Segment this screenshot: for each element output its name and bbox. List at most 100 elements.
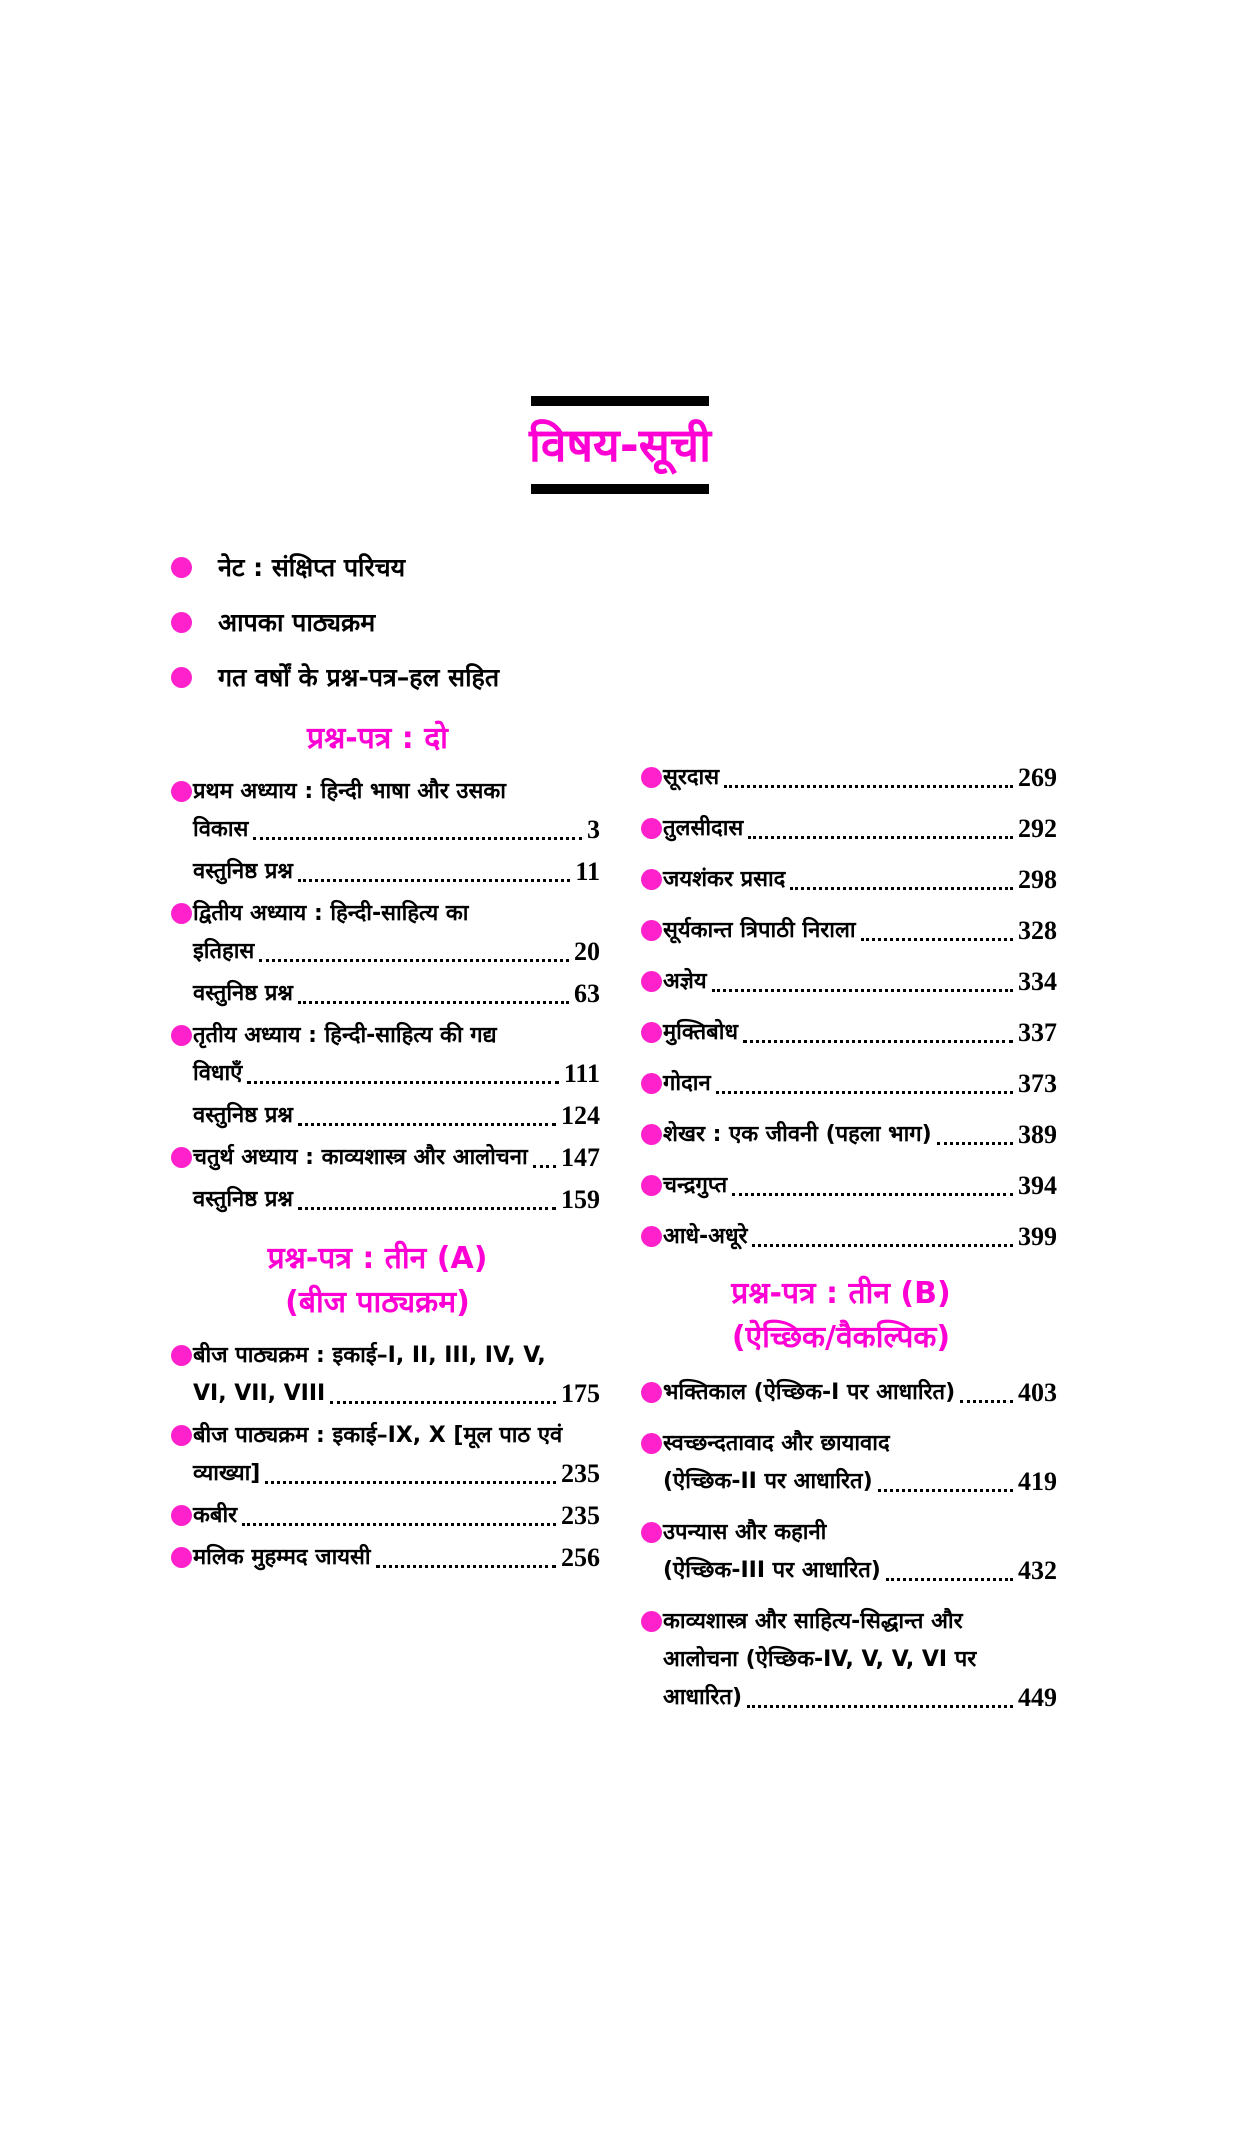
bullet-icon: [641, 869, 662, 890]
intro-item: नेट : संक्षिप्त परिचय: [155, 552, 1240, 584]
section-heading-line: प्रश्न-पत्र : दो: [307, 721, 448, 756]
leader-dots: [732, 1193, 1013, 1196]
toc-entry-lastline: चतुर्थ अध्याय : काव्यशास्त्र और आलोचना14…: [193, 1139, 600, 1177]
leader-dots: [297, 1123, 556, 1126]
section-heading: प्रश्न-पत्र : तीन (B)(ऐच्छिक/वैकल्पिक): [625, 1272, 1057, 1360]
page-number: 403: [1018, 1378, 1057, 1407]
title-rule-top: [530, 396, 709, 406]
leader-dots: [747, 1705, 1013, 1708]
toc-entry-lastline: शेखर : एक जीवनी (पहला भाग)389: [663, 1116, 1057, 1154]
page-number: 432: [1018, 1556, 1057, 1585]
intro-list: नेट : संक्षिप्त परिचय आपका पाठ्यक्रम गत …: [155, 552, 1240, 694]
bullet-icon: [171, 1425, 192, 1446]
leader-dots: [247, 1081, 559, 1084]
bullet-icon: [171, 903, 192, 924]
page-number: 337: [1018, 1018, 1057, 1047]
leader-dots: [375, 1565, 556, 1568]
toc-entry-text: तृतीय अध्याय : हिन्दी-साहित्य की गद्य: [193, 1023, 497, 1048]
toc-entry-lastline: आधे-अधूरे399: [663, 1218, 1057, 1256]
leader-dots: [297, 1207, 556, 1210]
page-title: विषय-सूची: [528, 418, 712, 472]
toc-entry-text: मुक्तिबोध: [663, 1020, 738, 1045]
toc-item: तृतीय अध्याय : हिन्दी-साहित्य की गद्य विध…: [155, 1017, 600, 1093]
leader-dots: [297, 879, 571, 882]
toc-columns: प्रश्न-पत्र : दोप्रथम अध्याय : हिन्दी भा…: [155, 717, 1057, 1730]
bullet-icon: [641, 1226, 662, 1247]
toc-item: मुक्तिबोध 337: [625, 1014, 1057, 1052]
toc-entry-text: विधाएँ: [193, 1061, 243, 1086]
page-number: 298: [1018, 865, 1057, 894]
toc-entry-text: कबीर: [193, 1503, 238, 1528]
page-number: 63: [574, 979, 600, 1008]
page-number: 373: [1018, 1069, 1057, 1098]
page-number: 235: [561, 1501, 600, 1530]
leader-dots: [297, 1001, 569, 1004]
toc-entry-lastline: मुक्तिबोध 337: [663, 1014, 1057, 1052]
leader-dots: [715, 1091, 1013, 1094]
toc-entry-text: भक्तिकाल (ऐच्छिक-I पर आधारित): [663, 1380, 956, 1405]
toc-entry-lastline: व्याख्या]235: [193, 1455, 600, 1493]
section-heading-line: (बीज पाठ्यक्रम): [285, 1285, 470, 1320]
leader-dots: [790, 887, 1013, 890]
section-heading: प्रश्न-पत्र : तीन (A)(बीज पाठ्यक्रम): [155, 1237, 600, 1325]
bullet-icon: [641, 1522, 662, 1543]
toc-entry-lastline: मलिक मुहम्मद जायसी256: [193, 1539, 600, 1577]
bullet-icon: [171, 1147, 192, 1168]
toc-entry-text: VI, VII, VIII: [193, 1381, 326, 1406]
bullet-icon: [641, 1073, 662, 1094]
bullet-icon: [171, 557, 192, 578]
section-heading-line: (ऐच्छिक/वैकल्पिक): [731, 1320, 951, 1355]
leader-dots: [960, 1400, 1013, 1403]
intro-item: गत वर्षों के प्रश्न-पत्र–हल सहित: [155, 662, 1240, 694]
toc-entry-text: गोदान: [663, 1071, 711, 1096]
page-number: 235: [561, 1459, 600, 1488]
toc-entry-text: उपन्यास और कहानी: [663, 1520, 827, 1545]
toc-item: बीज पाठ्यक्रम : इकाई–IX, X [मूल पाठ एवं व…: [155, 1417, 600, 1493]
bullet-icon: [171, 1025, 192, 1046]
toc-entry-text: द्वितीय अध्याय : हिन्दी-साहित्य का: [193, 901, 469, 926]
page-number: 175: [561, 1379, 600, 1408]
toc-entry-text: (ऐच्छिक-II पर आधारित): [663, 1469, 873, 1494]
leader-dots: [711, 989, 1013, 992]
bullet-icon: [641, 1022, 662, 1043]
toc-entry-text: बीज पाठ्यक्रम : इकाई–IX, X [मूल पाठ एवं: [193, 1423, 563, 1448]
leader-dots: [936, 1142, 1013, 1145]
toc-entry-text: इतिहास: [193, 939, 255, 964]
leader-dots: [253, 837, 582, 840]
toc-entry-text: मलिक मुहम्मद जायसी: [193, 1545, 371, 1570]
bullet-icon: [641, 818, 662, 839]
toc-entry-text: आलोचना (ऐच्छिक-IV, V, V, VI पर: [663, 1647, 977, 1672]
leader-dots: [724, 785, 1013, 788]
toc-entry-text: (ऐच्छिक-III पर आधारित): [663, 1558, 881, 1583]
bullet-icon: [641, 920, 662, 941]
leader-dots: [748, 836, 1013, 839]
leader-dots: [259, 959, 569, 962]
page-number: 399: [1018, 1222, 1057, 1251]
toc-entry-text: वस्तुनिष्ठ प्रश्न: [193, 1187, 293, 1212]
leader-dots: [752, 1244, 1013, 1247]
leader-dots: [265, 1481, 556, 1484]
toc-entry-lastline: VI, VII, VIII 175: [193, 1375, 600, 1413]
leader-dots: [885, 1578, 1013, 1581]
toc-item: भक्तिकाल (ऐच्छिक-I पर आधारित) 403: [625, 1374, 1057, 1412]
page-number: 20: [574, 937, 600, 966]
toc-item: सूर्यकान्त त्रिपाठी निराला328: [625, 912, 1057, 950]
toc-item: उपन्यास और कहानी (ऐच्छिक-III पर आधारित) 43…: [625, 1514, 1057, 1590]
toc-entry-lastline: विधाएँ111: [193, 1055, 600, 1093]
page-title-block: विषय-सूची: [529, 396, 711, 494]
toc-item: मलिक मुहम्मद जायसी256: [155, 1539, 600, 1577]
intro-item-label: आपका पाठ्यक्रम: [218, 608, 376, 637]
bullet-icon: [641, 1433, 662, 1454]
